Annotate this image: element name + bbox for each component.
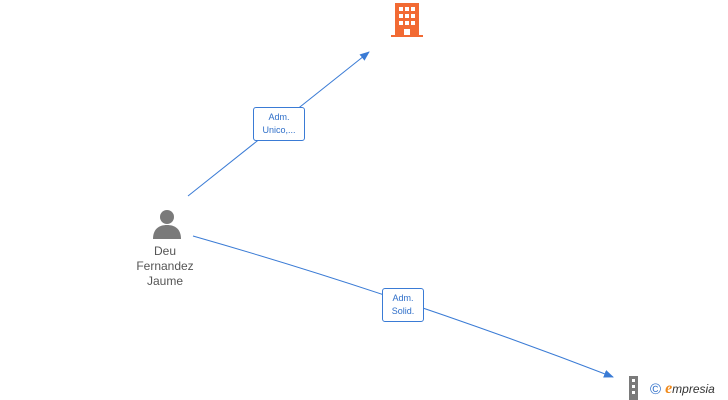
brand-logo-initial: e <box>665 380 673 397</box>
edge-label-line: Adm. <box>392 293 414 303</box>
edge-label-line: Solid. <box>391 306 415 316</box>
edge-label-line: Adm. <box>268 112 290 122</box>
copyright-icon: © <box>650 380 662 398</box>
person-name-line: Fernandez <box>136 259 194 273</box>
person-icon[interactable] <box>152 209 182 239</box>
edge-label-adm-unico[interactable]: Adm. Unico,... <box>253 107 305 141</box>
building-icon[interactable] <box>628 376 642 400</box>
edge-label-line: Unico,... <box>262 125 296 135</box>
brand-logo-text: mpresia <box>672 382 715 396</box>
edge-label-adm-solid[interactable]: Adm. Solid. <box>382 288 424 322</box>
person-name-line: Jaume <box>146 274 184 288</box>
person-name[interactable]: Deu Fernandez Jaume <box>124 244 206 289</box>
person-name-line: Deu <box>153 244 176 258</box>
building-icon[interactable] <box>391 3 423 37</box>
brand-watermark: © e mpresia <box>650 378 715 400</box>
